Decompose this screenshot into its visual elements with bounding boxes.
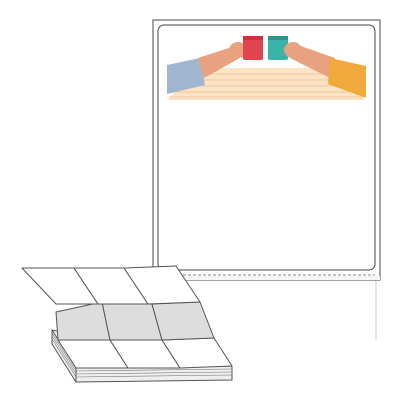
unfolded-labels [21, 265, 201, 305]
cheers-mugs-illustration-icon [167, 36, 366, 100]
left-sleeve [167, 58, 205, 94]
stack-top-labels [57, 337, 233, 369]
right-arm [290, 44, 335, 78]
stack-layers [51, 332, 233, 378]
table-stripes [169, 73, 363, 98]
left-hand [229, 42, 247, 58]
right-mug-rim [268, 36, 288, 40]
left-mug-rim [243, 36, 263, 40]
right-sleeve [328, 58, 366, 98]
left-mug [243, 36, 263, 60]
right-mug [268, 36, 288, 60]
fanfold-label-stack-icon [21, 265, 233, 383]
sheet-edge [153, 276, 380, 280]
fold-strip [55, 301, 215, 341]
left-arm [198, 46, 240, 78]
